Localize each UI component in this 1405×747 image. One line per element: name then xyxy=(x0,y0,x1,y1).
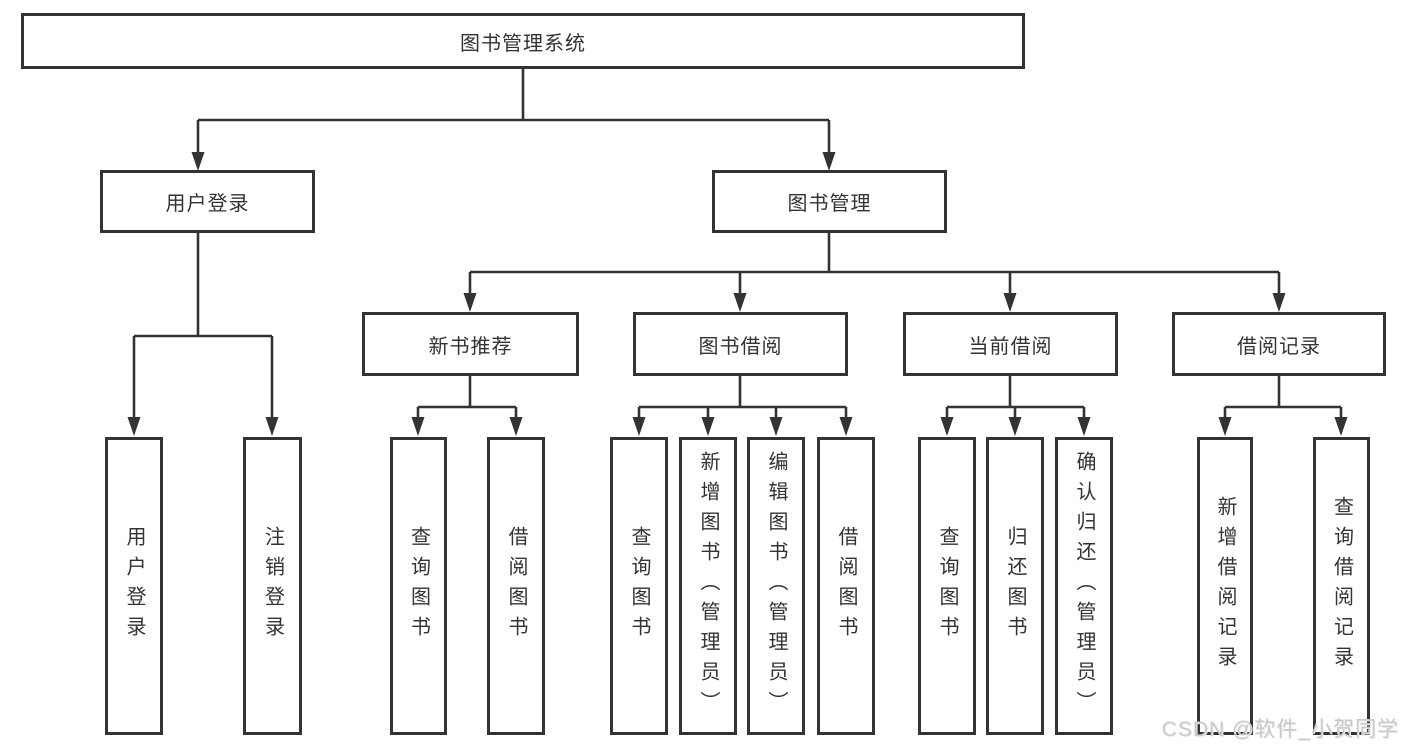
node-query-books-recommend: 查询图书 xyxy=(390,437,447,735)
node-add-borrow-record: 新增借阅记录 xyxy=(1197,437,1253,735)
node-return-books: 归还图书 xyxy=(986,437,1044,735)
node-label: 借阅图书 xyxy=(505,526,527,646)
node-user-login: 用户登录 xyxy=(100,170,315,233)
node-label: 查询借阅记录 xyxy=(1330,496,1353,676)
node-label: 新增借阅记录 xyxy=(1214,496,1236,676)
node-label: 借阅记录 xyxy=(1237,335,1321,358)
node-label: 查询图书 xyxy=(407,526,430,646)
node-label: 图书管理系统 xyxy=(460,32,586,55)
node-label: 用户登录 xyxy=(165,193,250,215)
node-label: 借阅图书 xyxy=(835,526,857,646)
node-label: 归还图书 xyxy=(1004,526,1026,646)
csdn-watermark: CSDN @软件_小贺同学 xyxy=(1161,718,1399,741)
node-logout: 注销登录 xyxy=(243,437,302,735)
node-label: 新增图书（管理员） xyxy=(697,451,719,721)
node-label: 查询图书 xyxy=(936,526,958,646)
node-query-books-current: 查询图书 xyxy=(918,437,976,735)
node-label: 新书推荐 xyxy=(428,335,513,358)
node-current-borrowing: 当前借阅 xyxy=(903,312,1118,376)
node-book-management: 图书管理 xyxy=(712,170,947,233)
node-label: 注销登录 xyxy=(261,526,284,646)
node-borrow-books-leaf: 借阅图书 xyxy=(817,437,875,735)
node-new-book-recommend: 新书推荐 xyxy=(362,312,579,376)
node-edit-book-admin: 编辑图书（管理员） xyxy=(747,437,805,735)
node-query-books-borrowing: 查询图书 xyxy=(610,437,668,735)
node-user-login-leaf: 用户登录 xyxy=(105,437,163,735)
node-borrowing-records: 借阅记录 xyxy=(1172,312,1386,376)
node-add-book-admin: 新增图书（管理员） xyxy=(679,437,737,735)
node-label: 编辑图书（管理员） xyxy=(765,451,787,721)
node-library-management-system: 图书管理系统 xyxy=(21,13,1025,69)
node-label: 图书借阅 xyxy=(698,335,783,358)
node-label: 用户登录 xyxy=(123,526,145,646)
node-borrow-books-recommend: 借阅图书 xyxy=(487,437,545,735)
node-label: 查询图书 xyxy=(628,526,650,646)
node-confirm-return-admin: 确认归还（管理员） xyxy=(1055,437,1113,735)
node-book-borrowing: 图书借阅 xyxy=(633,312,848,376)
node-query-borrow-record: 查询借阅记录 xyxy=(1313,437,1370,735)
node-label: 图书管理 xyxy=(787,193,872,215)
node-label: 当前借阅 xyxy=(968,335,1053,358)
node-label: 确认归还（管理员） xyxy=(1073,451,1095,721)
